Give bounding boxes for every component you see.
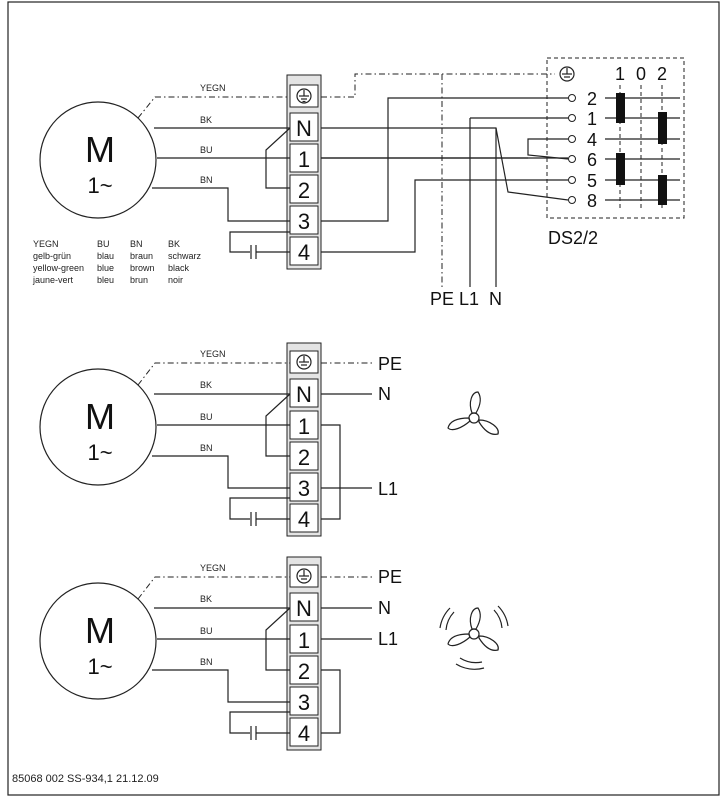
terminal-n-label-3: N [296,596,312,621]
legend-bu-de: blau [97,251,114,261]
page-frame [7,1,720,796]
motor-symbol-2 [39,368,157,486]
legend-yegn-code: YEGN [33,239,59,249]
switch-position-1: 1 [615,64,625,84]
legend-yegn-de: gelb-grün [33,251,71,261]
supply-l1-3: L1 [378,629,398,649]
legend-yegn-fr: jaune-vert [32,275,74,285]
terminal-3 [289,205,319,235]
wire-label-bn: BN [200,175,213,185]
switch-name: DS2/2 [548,228,598,248]
wire-label-bu: BU [200,145,213,155]
supply-n-3: N [378,598,391,618]
contact-6: 6 [587,150,597,170]
supply-l1-top: L1 [459,289,479,309]
motor-phase-2: 1~ [87,440,112,465]
contact-8: 8 [587,191,597,211]
fan-low-speed-icon [447,391,499,435]
terminal-n [289,112,319,142]
legend-yegn-en: yellow-green [33,263,84,273]
legend-bn-en: brown [130,263,155,273]
legend-bu-en: blue [97,263,114,273]
contact-bar-pos2-b [658,175,667,205]
legend-bn-code: BN [130,239,143,249]
supply-n-2: N [378,384,391,404]
motor-letter-3: M [85,610,115,651]
terminal-3-label-3: 3 [298,690,310,715]
supply-n-top: N [489,289,502,309]
wire-label-bn-2: BN [200,443,213,453]
switch-position-2: 2 [657,64,667,84]
motor-phase: 1~ [87,173,112,198]
supply-pe-3: PE [378,567,402,587]
terminal-4 [289,236,319,266]
terminal-3-label: 3 [298,209,310,234]
motor-phase-3: 1~ [87,654,112,679]
wire-label-yegn-3: YEGN [200,563,226,573]
terminal-4-label-2: 4 [298,507,310,532]
legend-bn-de: braun [130,251,153,261]
wire-label-yegn: YEGN [200,83,226,93]
legend-bu-code: BU [97,239,110,249]
contact-1: 1 [587,109,597,129]
wire-label-bn-3: BN [200,657,213,667]
supply-pe-2: PE [378,354,402,374]
contact-bar-pos2-a [658,112,667,144]
switch-earth-icon [559,66,575,82]
terminal-3-label-2: 3 [298,476,310,501]
terminal-2-label: 2 [298,178,310,203]
terminal-4-label-3: 4 [298,721,310,746]
wire-label-bu-2: BU [200,412,213,422]
contact-4: 4 [587,130,597,150]
terminal-4-label: 4 [298,240,310,265]
contact-2: 2 [587,89,597,109]
contact-bar-pos1-a [616,93,625,123]
supply-l1-2: L1 [378,479,398,499]
switch-housing [546,57,685,219]
motor-letter-2: M [85,396,115,437]
terminal-1-label: 1 [298,147,310,172]
diagram-ds2-switch: M 1~ N 1 2 3 4 YEGN BK BU BN YEGN [32,57,685,309]
motor-letter: M [85,129,115,170]
wire-label-bk-2: BK [200,380,212,390]
terminal-2-label-2: 2 [298,445,310,470]
terminal-2 [289,174,319,204]
wire-label-bu-3: BU [200,626,213,636]
footer-code: 85068 002 SS-934,1 21.12.09 [12,773,159,785]
legend-bn-fr: brun [130,275,148,285]
color-legend: YEGN gelb-grün yellow-green jaune-vert B… [32,239,202,285]
legend-bu-fr: bleu [97,275,114,285]
contact-5: 5 [587,171,597,191]
legend-bk-de: schwarz [168,251,202,261]
switch-ds2: 1 0 2 2 1 4 6 5 8 [527,57,685,248]
supply-pe-top: PE [430,289,454,309]
motor-symbol [39,101,157,219]
terminal-n-label-2: N [296,382,312,407]
diagram-high-speed: M 1~ N 1 2 3 4 YEGN BK BU BN PE N L1 [39,556,509,751]
legend-bk-code: BK [168,239,180,249]
fan-high-speed-icon [439,605,509,670]
terminal-1-label-2: 1 [298,414,310,439]
legend-bk-en: black [168,263,190,273]
motor-symbol-3 [39,582,157,700]
contact-bar-pos1-b [616,153,625,185]
wire-label-bk: BK [200,115,212,125]
diagram-low-speed: M 1~ N 1 2 3 4 YEGN BK BU BN PE N [39,342,499,537]
terminal-2-label-3: 2 [298,659,310,684]
switch-position-0: 0 [636,64,646,84]
wire-label-bk-3: BK [200,594,212,604]
wire-label-yegn-2: YEGN [200,349,226,359]
terminal-n-label: N [296,116,312,141]
legend-bk-fr: noir [168,275,183,285]
terminal-1-label-3: 1 [298,628,310,653]
